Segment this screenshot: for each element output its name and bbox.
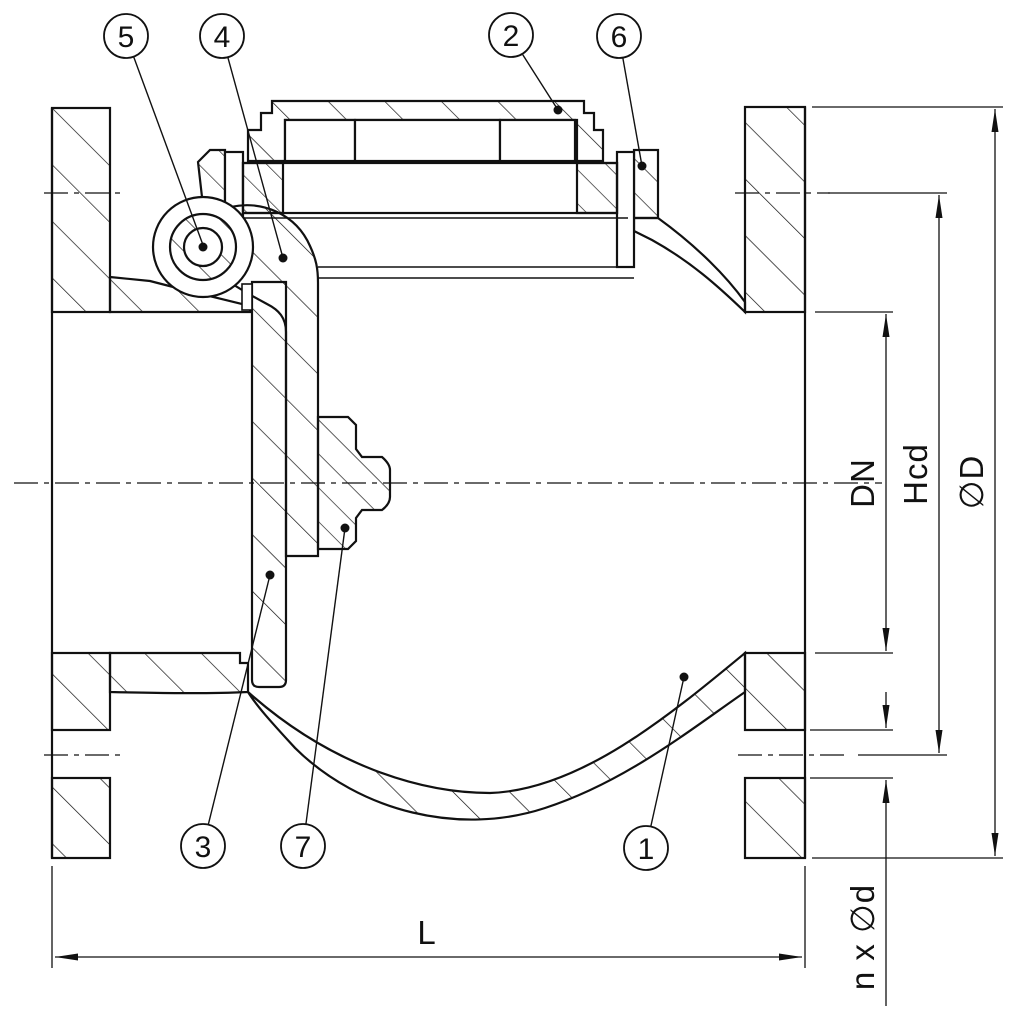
bonnet-bolt-right bbox=[615, 150, 636, 269]
cap-stack-plates bbox=[283, 118, 577, 163]
centerlines bbox=[14, 192, 882, 756]
balloon-6: 6 bbox=[596, 13, 642, 59]
balloons: 5 4 2 6 3 7 1 bbox=[103, 12, 669, 871]
hinge-pin-center bbox=[198, 242, 208, 252]
balloon-leaders bbox=[132, 54, 685, 827]
seat-shelf bbox=[108, 651, 250, 695]
balloon-2-label: 2 bbox=[503, 20, 520, 53]
balloon-3-label: 3 bbox=[195, 831, 212, 864]
label-l: L bbox=[417, 914, 436, 951]
balloon-3: 3 bbox=[180, 823, 226, 869]
valve-body bbox=[50, 99, 807, 860]
balloon-2: 2 bbox=[488, 12, 534, 58]
balloon-7: 7 bbox=[280, 823, 326, 869]
bonnet-cap bbox=[246, 99, 605, 163]
balloon-1-label: 1 bbox=[638, 833, 655, 866]
dimension-labels: DN Hcd ∅D n x ∅d L bbox=[417, 443, 990, 990]
balloon-5: 5 bbox=[103, 13, 149, 59]
leader-dots bbox=[265, 105, 689, 682]
label-hcd: Hcd bbox=[897, 443, 934, 505]
outlet-flange bbox=[743, 105, 807, 860]
label-dn: DN bbox=[844, 458, 881, 508]
disc bbox=[250, 280, 288, 689]
label-d: ∅D bbox=[953, 455, 990, 510]
body-bowl-wall bbox=[247, 650, 747, 821]
disc-step bbox=[241, 283, 253, 311]
balloon-5-label: 5 bbox=[118, 21, 135, 54]
extension-lines bbox=[51, 106, 1003, 968]
inlet-flange bbox=[50, 106, 112, 860]
bonnet bbox=[236, 161, 634, 279]
bonnet-rim-right bbox=[632, 148, 660, 220]
balloon-6-label: 6 bbox=[611, 21, 628, 54]
balloon-4: 4 bbox=[199, 13, 245, 59]
hinge-pin-assembly bbox=[151, 195, 255, 299]
label-nd: n x ∅d bbox=[844, 884, 881, 990]
balloon-1: 1 bbox=[623, 825, 669, 871]
dimension-lines bbox=[55, 109, 999, 1006]
balloon-7-label: 7 bbox=[295, 831, 312, 864]
balloon-4-label: 4 bbox=[214, 21, 231, 54]
body-shoulder-wall bbox=[632, 216, 747, 315]
